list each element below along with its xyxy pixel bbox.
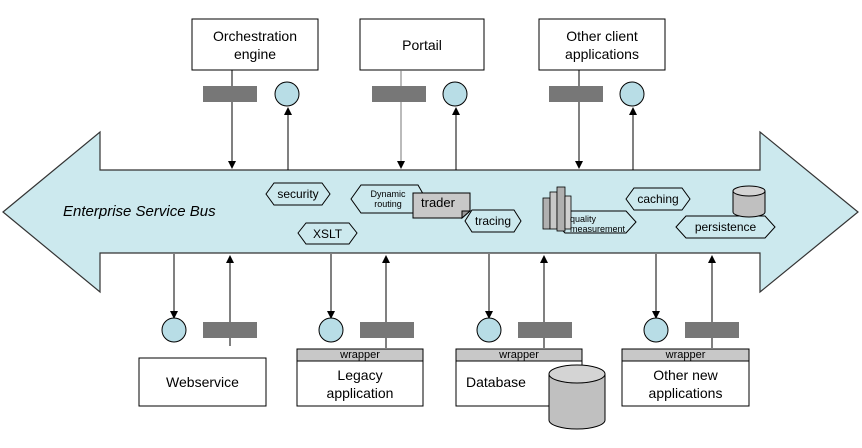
database-wrapper-label: wrapper	[499, 349, 539, 361]
quality-bars-icon	[542, 186, 572, 232]
tracing-label: tracing	[474, 214, 512, 228]
legacy-wrapper-label: wrapper	[340, 349, 380, 361]
interface-circle	[643, 317, 669, 343]
dynamic-routing-label: Dynamic routing	[370, 189, 406, 209]
interface-circle	[274, 81, 300, 107]
adapter-block	[360, 322, 414, 338]
caching-service-hexagon	[625, 187, 691, 211]
persistence-cylinder-icon	[732, 185, 766, 218]
other-client-applications-label: Other client applications	[565, 27, 639, 62]
persistence-service-hexagon	[675, 215, 776, 239]
trader-label: trader	[421, 195, 455, 210]
wrapper-band	[455, 348, 583, 362]
caching-label: caching	[637, 192, 679, 206]
interface-circle	[318, 317, 344, 343]
adapter-block	[203, 86, 257, 102]
trader-service-note	[412, 192, 472, 220]
xslt-label: XSLT	[312, 226, 343, 241]
security-label: security	[277, 187, 319, 201]
service-bus-label: Enterprise Service Bus	[63, 203, 216, 220]
adapter-block	[518, 322, 572, 338]
webservice-label: Webservice	[166, 374, 239, 390]
interface-circle	[161, 317, 187, 343]
other-new-applications-label: Other new applications	[648, 366, 723, 401]
persistence-label: persistence	[694, 220, 757, 234]
orchestration-engine-label: Orchestration engine	[212, 27, 298, 62]
interface-circle	[442, 81, 468, 107]
interface-circle	[476, 317, 502, 343]
wrapper-band	[296, 348, 424, 362]
security-service-hexagon	[265, 182, 331, 206]
adapter-block	[549, 86, 603, 102]
xslt-service-hexagon	[297, 222, 358, 245]
interface-circle	[619, 81, 645, 107]
database-cylinder-icon	[548, 364, 606, 430]
tracing-service-hexagon	[464, 209, 522, 233]
wrapper-band	[621, 348, 750, 362]
adapter-block	[685, 322, 739, 338]
orchestration-engine-box	[191, 18, 319, 71]
adapter-block	[203, 322, 257, 338]
legacy-application-label: Legacy application	[326, 366, 394, 401]
portail-label: Portail	[402, 36, 442, 53]
portail-box	[359, 18, 485, 71]
database-label: Database	[466, 374, 526, 390]
other-new-wrapper-label: wrapper	[665, 349, 706, 361]
other-client-applications-box	[538, 18, 666, 71]
adapter-block	[372, 86, 426, 102]
quality-measurement-label: quality measurement	[570, 214, 626, 234]
webservice-box	[138, 357, 267, 407]
